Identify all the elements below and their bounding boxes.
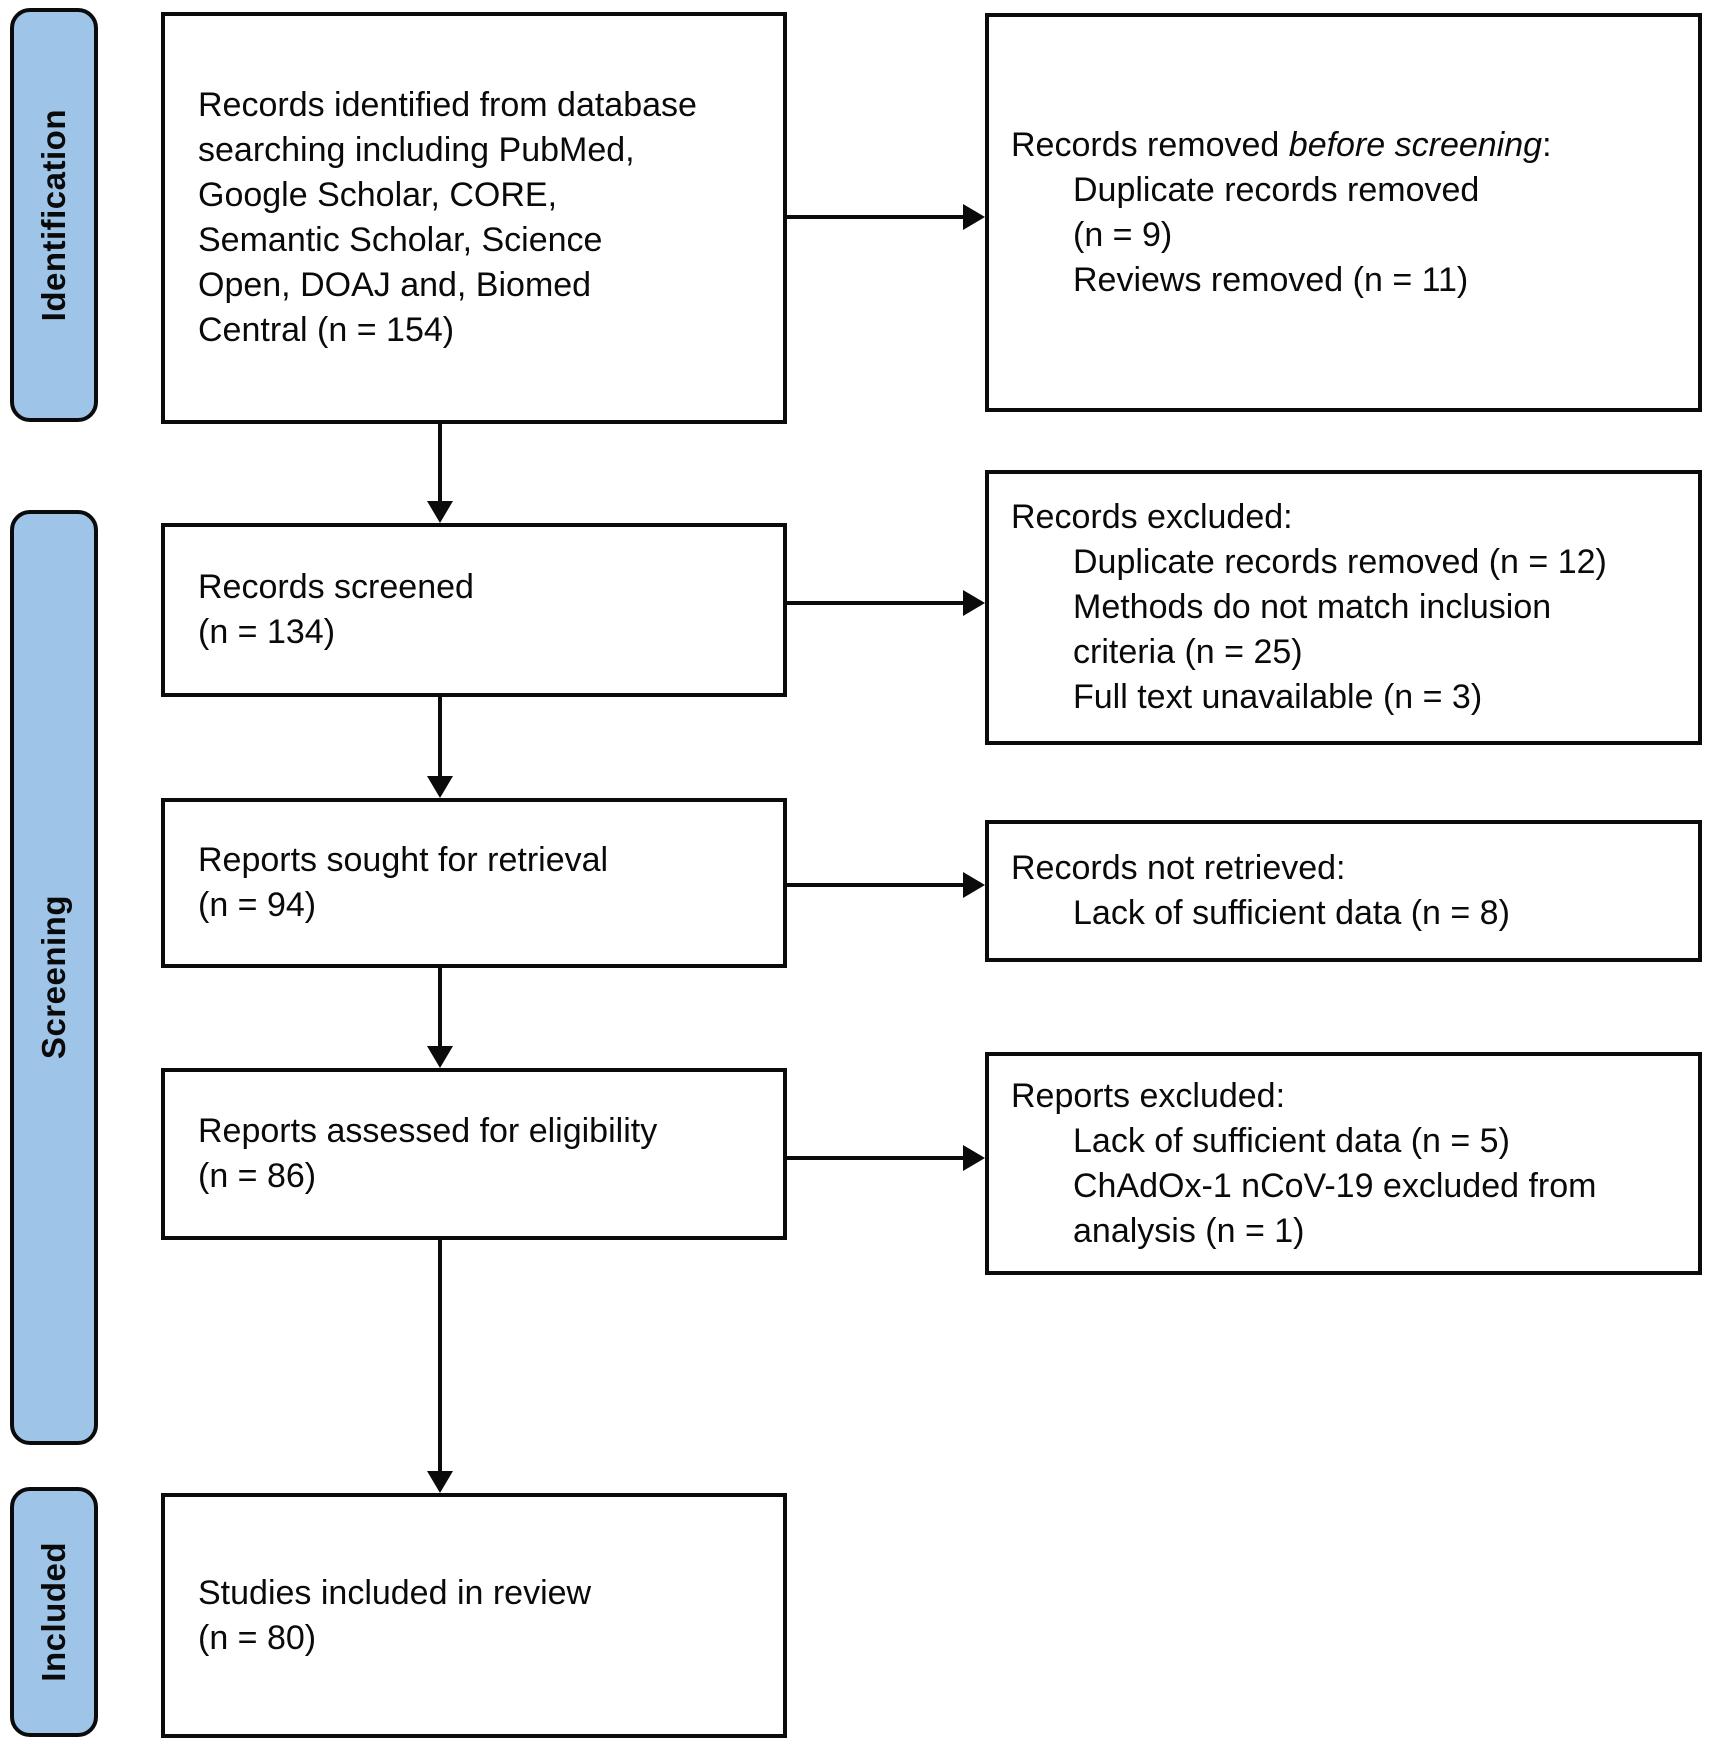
box-text-line: (n = 9) bbox=[1073, 215, 1173, 254]
right-arrow bbox=[787, 590, 985, 616]
box-text-line: Lack of sufficient data (n = 8) bbox=[1073, 894, 1510, 932]
arrow-shaft bbox=[787, 601, 965, 605]
arrow-head-icon bbox=[963, 590, 985, 616]
box-text-line: (n = 80) bbox=[198, 1618, 317, 1657]
box-text-line: Duplicate records removed (n = 12) bbox=[1073, 543, 1607, 581]
box-records-not-retrieved: Records not retrieved: Lack of sufficien… bbox=[985, 820, 1702, 962]
box-reports-excluded: Reports excluded: Lack of sufficient dat… bbox=[985, 1052, 1702, 1275]
box-text-line: Duplicate records removed bbox=[1073, 170, 1480, 209]
box-title: Records removed before screening: bbox=[1011, 123, 1690, 168]
box-records-identified: Records identified from database searchi… bbox=[161, 12, 787, 424]
box-title: Records excluded: bbox=[1011, 498, 1293, 536]
box-text-line: Studies included in review bbox=[198, 1573, 592, 1612]
right-arrow bbox=[787, 872, 985, 898]
box-text-line: ChAdOx-1 nCoV-19 excluded from bbox=[1073, 1166, 1597, 1205]
box-text-line: Reports assessed for eligibility bbox=[198, 1112, 658, 1150]
stage-identification: Identification bbox=[10, 8, 98, 422]
box-text-line: Reports sought for retrieval bbox=[198, 841, 609, 879]
box-title: Reports excluded: bbox=[1011, 1076, 1286, 1115]
box-text-line: searching including PubMed, bbox=[198, 131, 635, 169]
stage-screening: Screening bbox=[10, 510, 98, 1445]
title-text-segment: : bbox=[1542, 125, 1552, 164]
arrow-head-icon bbox=[427, 1046, 453, 1068]
box-text-line: (n = 134) bbox=[198, 613, 336, 651]
right-arrow bbox=[787, 204, 985, 230]
down-arrow bbox=[427, 968, 453, 1068]
box-records-excluded: Records excluded: Duplicate records remo… bbox=[985, 470, 1702, 745]
down-arrow bbox=[427, 1240, 453, 1493]
box-text-line: Records identified from database bbox=[198, 86, 697, 124]
arrow-shaft bbox=[438, 697, 442, 778]
box-reports-sought: Reports sought for retrieval (n = 94) bbox=[161, 798, 787, 968]
box-title: Records not retrieved: bbox=[1011, 849, 1346, 887]
arrow-shaft bbox=[438, 1240, 442, 1473]
box-text-line: analysis (n = 1) bbox=[1073, 1211, 1305, 1250]
arrow-head-icon bbox=[427, 776, 453, 798]
arrow-shaft bbox=[787, 1156, 965, 1160]
box-text-line: Lack of sufficient data (n = 5) bbox=[1073, 1121, 1510, 1160]
box-text-line: Semantic Scholar, Science bbox=[198, 221, 603, 259]
box-text-line: Reviews removed (n = 11) bbox=[1073, 260, 1469, 299]
box-records-removed-before-screening: Records removed before screening: Duplic… bbox=[985, 13, 1702, 412]
box-text-line: (n = 86) bbox=[198, 1157, 317, 1195]
arrow-head-icon bbox=[427, 1471, 453, 1493]
box-records-screened: Records screened (n = 134) bbox=[161, 523, 787, 697]
box-text-line: Central (n = 154) bbox=[198, 311, 455, 349]
box-text-line: Full text unavailable (n = 3) bbox=[1073, 678, 1483, 716]
title-text-segment: Records removed bbox=[1011, 125, 1289, 164]
box-text-line: (n = 94) bbox=[198, 886, 317, 924]
stage-included: Included bbox=[10, 1487, 98, 1737]
arrow-head-icon bbox=[963, 872, 985, 898]
title-italic-segment: before screening bbox=[1288, 125, 1543, 164]
box-text-line: criteria (n = 25) bbox=[1073, 633, 1303, 671]
arrow-shaft bbox=[787, 883, 965, 887]
box-text-line: Methods do not match inclusion bbox=[1073, 588, 1552, 626]
box-studies-included: Studies included in review (n = 80) bbox=[161, 1493, 787, 1738]
box-text-line: Records screened bbox=[198, 568, 474, 606]
box-text-line: Open, DOAJ and, Biomed bbox=[198, 266, 592, 304]
stage-label-screening: Screening bbox=[35, 895, 72, 1060]
box-reports-assessed: Reports assessed for eligibility (n = 86… bbox=[161, 1068, 787, 1240]
arrow-shaft bbox=[438, 968, 442, 1048]
right-arrow bbox=[787, 1145, 985, 1171]
arrow-shaft bbox=[787, 215, 965, 219]
box-text-line: Google Scholar, CORE, bbox=[198, 176, 558, 214]
stage-label-included: Included bbox=[35, 1542, 72, 1682]
arrow-head-icon bbox=[963, 204, 985, 230]
down-arrow bbox=[427, 424, 453, 523]
arrow-head-icon bbox=[427, 501, 453, 523]
arrow-head-icon bbox=[963, 1145, 985, 1171]
arrow-shaft bbox=[438, 424, 442, 503]
down-arrow bbox=[427, 697, 453, 798]
stage-label-identification: Identification bbox=[35, 108, 72, 322]
